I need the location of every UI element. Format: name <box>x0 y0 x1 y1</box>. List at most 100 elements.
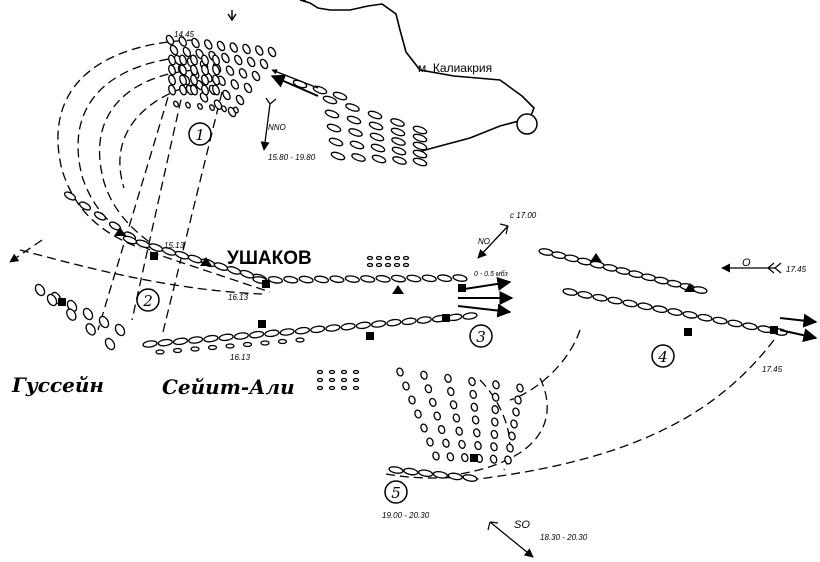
ship-icon <box>233 106 239 114</box>
ship-icon <box>173 100 179 108</box>
ship-icon <box>666 279 682 288</box>
ship-icon <box>63 191 77 201</box>
time-1745-bottom: 17.45 <box>762 365 783 374</box>
ship-icon <box>490 442 498 452</box>
wind-arrow-nno <box>260 97 277 151</box>
ship-icon <box>174 250 190 260</box>
ship-icon <box>34 283 46 297</box>
ship-icon <box>148 243 164 252</box>
ship-icon <box>562 288 578 296</box>
ship-icon <box>328 137 344 147</box>
ship-icon <box>416 316 432 324</box>
ship-icon <box>471 415 480 425</box>
flagship-markers <box>58 227 778 462</box>
enemy-label-right: Сейит-Али <box>162 375 295 399</box>
ship-icon <box>408 395 416 405</box>
ship-icon <box>326 123 342 133</box>
ship-icon <box>313 275 330 284</box>
ship-icon <box>179 54 187 66</box>
wind-arrow-no <box>477 223 509 259</box>
ship-icon <box>602 263 618 272</box>
ship-icon <box>187 254 203 264</box>
ship-icon <box>203 39 213 50</box>
ship-icon <box>155 349 165 355</box>
ship-icon <box>243 82 253 94</box>
ship-icon <box>142 340 158 348</box>
wind-nno-label: NNO <box>268 123 286 132</box>
ship-icon <box>424 384 433 394</box>
flag-pennant-icon <box>684 283 696 292</box>
ship-icon <box>406 274 422 283</box>
ship-icon <box>473 428 481 438</box>
ship-icon <box>351 153 366 162</box>
fleet-routes <box>9 39 775 481</box>
ship-icon <box>403 467 419 476</box>
ship-icon <box>653 276 670 285</box>
ship-icon <box>420 370 428 380</box>
ship-icon <box>157 338 173 347</box>
ship-icon <box>352 377 360 383</box>
ship-icon <box>66 308 77 321</box>
ship-icon <box>239 269 255 279</box>
wind-arrow-o <box>721 262 782 274</box>
ship-icon <box>172 347 183 354</box>
course-arrows <box>270 69 818 343</box>
ship-icon <box>216 40 226 52</box>
ship-icon <box>384 255 392 261</box>
ship-icon <box>452 274 468 282</box>
ship-icon <box>203 334 219 343</box>
ship-icon <box>367 110 383 120</box>
flag-pennant-icon <box>114 227 126 236</box>
ship-icon <box>628 270 644 279</box>
ship-icon <box>391 146 407 156</box>
ship-icon <box>207 344 218 351</box>
ship-icon <box>538 248 554 256</box>
ship-icon <box>310 325 326 334</box>
ship-icon <box>455 426 463 436</box>
wind-no-label: NO <box>478 237 490 246</box>
time-1745-top: 17.45 <box>786 265 807 274</box>
ship-icon <box>504 455 512 465</box>
ship-icon <box>201 74 209 86</box>
flag-pennant-icon <box>200 257 212 266</box>
ship-icon <box>345 103 360 112</box>
phase-markers: 1 2 3 4 5 <box>136 122 675 504</box>
ship-icon <box>393 262 401 268</box>
ship-icon <box>491 392 500 402</box>
ship-icon <box>418 469 434 478</box>
ship-icon <box>279 328 295 336</box>
ship-icon <box>212 64 220 76</box>
ship-icon <box>469 389 477 399</box>
ship-icon <box>230 79 240 90</box>
ship-icon <box>492 380 500 390</box>
ship-icon <box>444 373 452 383</box>
ship-icon <box>325 324 341 332</box>
ship-icon <box>390 274 407 283</box>
ship-icon <box>360 275 376 283</box>
ship-icon <box>607 296 623 305</box>
ship-icon <box>348 128 363 137</box>
fleet-column-cape <box>292 79 428 167</box>
ship-icon <box>375 262 383 268</box>
ship-icon <box>637 302 653 311</box>
ship-icon <box>346 115 362 125</box>
ship-icon <box>349 140 365 150</box>
ship-icon <box>366 255 374 261</box>
ship-icon <box>295 337 305 343</box>
ship-icon <box>446 452 455 462</box>
ship-icon <box>254 45 264 56</box>
ship-icon <box>712 316 728 325</box>
fleet-right-group <box>538 248 788 336</box>
ship-icon <box>392 156 407 165</box>
ship-icon <box>190 54 198 66</box>
ship-icon <box>697 313 713 322</box>
coastline <box>299 0 535 153</box>
ship-icon <box>328 377 336 383</box>
enemy-label-left: Гуссейн <box>11 373 104 397</box>
ship-icon <box>420 423 428 433</box>
ship-icon <box>449 400 458 410</box>
ship-icon <box>414 409 422 419</box>
ship-icon <box>190 74 198 86</box>
